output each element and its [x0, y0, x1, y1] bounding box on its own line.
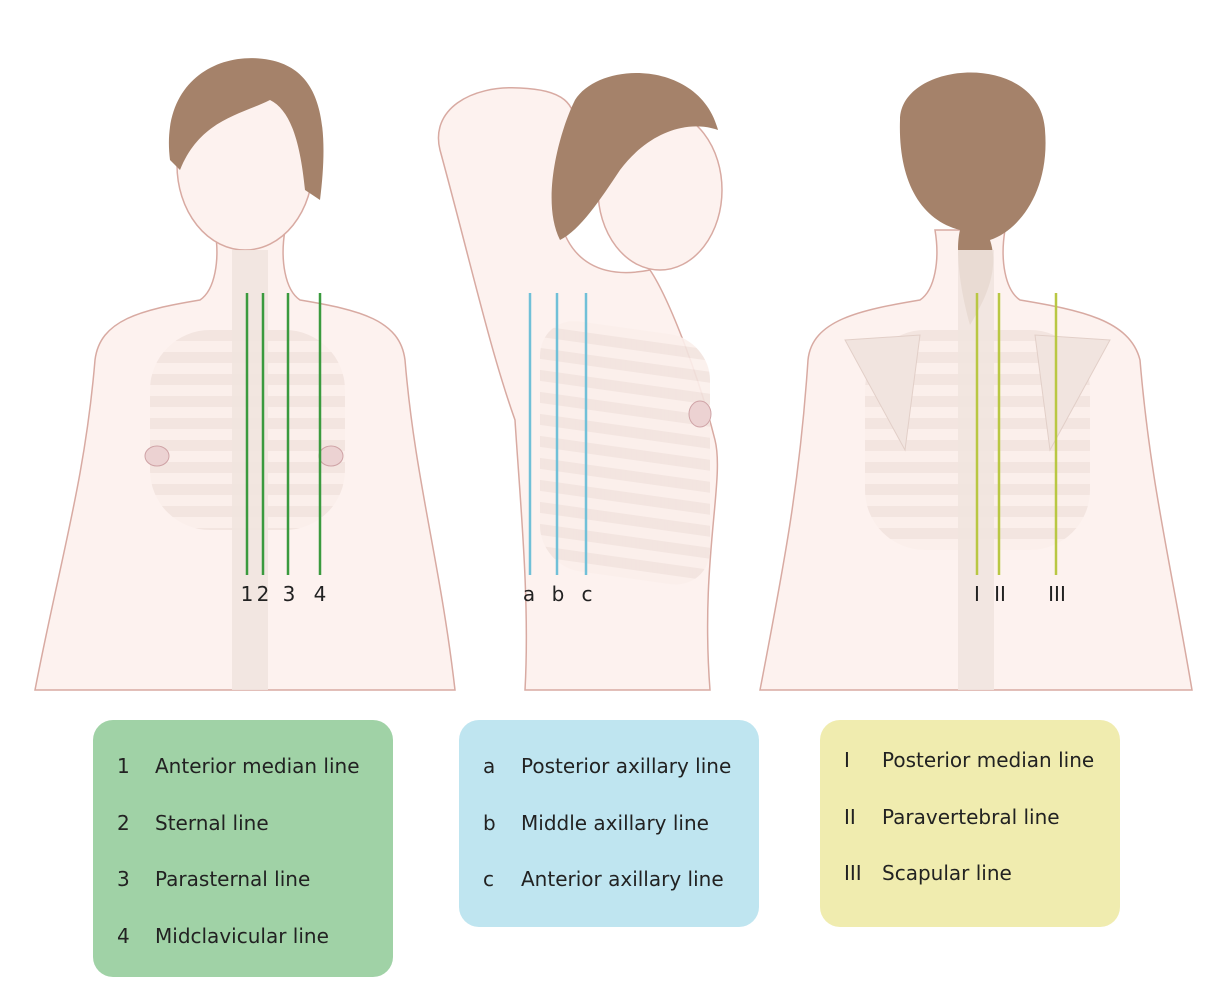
- front-nipple-left: [318, 445, 344, 467]
- front-line-label: 3: [283, 582, 296, 606]
- legend-item: 3 Parasternal line: [117, 867, 393, 924]
- back-line-label: III: [1048, 582, 1066, 606]
- legend-item: b Middle axillary line: [483, 811, 759, 868]
- legend-item: a Posterior axillary line: [483, 754, 759, 811]
- back-scapula-right: [844, 334, 921, 452]
- legend-key: 4: [117, 923, 130, 948]
- legend-key: c: [483, 867, 494, 891]
- legend-text: Paravertebral line: [882, 804, 1060, 829]
- front-line-label: 1: [241, 582, 254, 606]
- back-hair: [899, 72, 1046, 325]
- front-line-label: 2: [257, 582, 270, 606]
- legend-item: 4 Midclavicular line: [117, 924, 393, 981]
- side-line-label: c: [582, 582, 593, 606]
- front-line-label: 4: [314, 582, 327, 606]
- legend-key: I: [844, 748, 850, 772]
- legend-key: III: [844, 861, 862, 885]
- side-line-label: a: [523, 582, 535, 606]
- legend-key: 1: [117, 754, 130, 778]
- legend-text: Posterior axillary line: [521, 754, 732, 778]
- legend-key: a: [483, 754, 496, 778]
- legend-item: c Anterior axillary line: [483, 867, 759, 924]
- legend-text: Scapular line: [882, 861, 1012, 885]
- side-nipple: [688, 400, 712, 428]
- legend-key: II: [844, 804, 856, 829]
- side-hair: [551, 72, 718, 240]
- legend-text: Midclavicular line: [155, 923, 329, 948]
- front-nipple-right: [144, 445, 170, 467]
- legend-side-lines: a Posterior axillary line b Middle axillary…: [459, 720, 759, 927]
- legend-key: 2: [117, 810, 130, 835]
- legend-item: I Posterior median line: [844, 748, 1120, 805]
- back-scapula-left: [1034, 334, 1111, 452]
- legend-text: Parasternal line: [155, 867, 311, 891]
- legend-item: 1 Anterior median line: [117, 754, 393, 811]
- legend-text: Sternal line: [155, 810, 269, 835]
- front-hair: [168, 58, 324, 201]
- back-line-label: I: [974, 582, 980, 606]
- side-figure: [437, 72, 723, 691]
- legend-text: Anterior axillary line: [521, 867, 724, 891]
- side-ribcage: [540, 321, 710, 585]
- legend-item: II Paravertebral line: [844, 805, 1120, 862]
- back-line-label: II: [994, 582, 1006, 606]
- side-line-label: b: [552, 582, 565, 606]
- legend-text: Middle axillary line: [521, 810, 709, 835]
- legend-key: b: [483, 810, 496, 835]
- legend-item: 2 Sternal line: [117, 811, 393, 868]
- legend-key: 3: [117, 867, 130, 891]
- legend-front-lines: 1 Anterior median line 2 Sternal line 3 Paras…: [93, 720, 393, 977]
- legend-text: Anterior median line: [155, 754, 360, 778]
- legend-item: III Scapular line: [844, 861, 1120, 918]
- legend-text: Posterior median line: [882, 748, 1095, 772]
